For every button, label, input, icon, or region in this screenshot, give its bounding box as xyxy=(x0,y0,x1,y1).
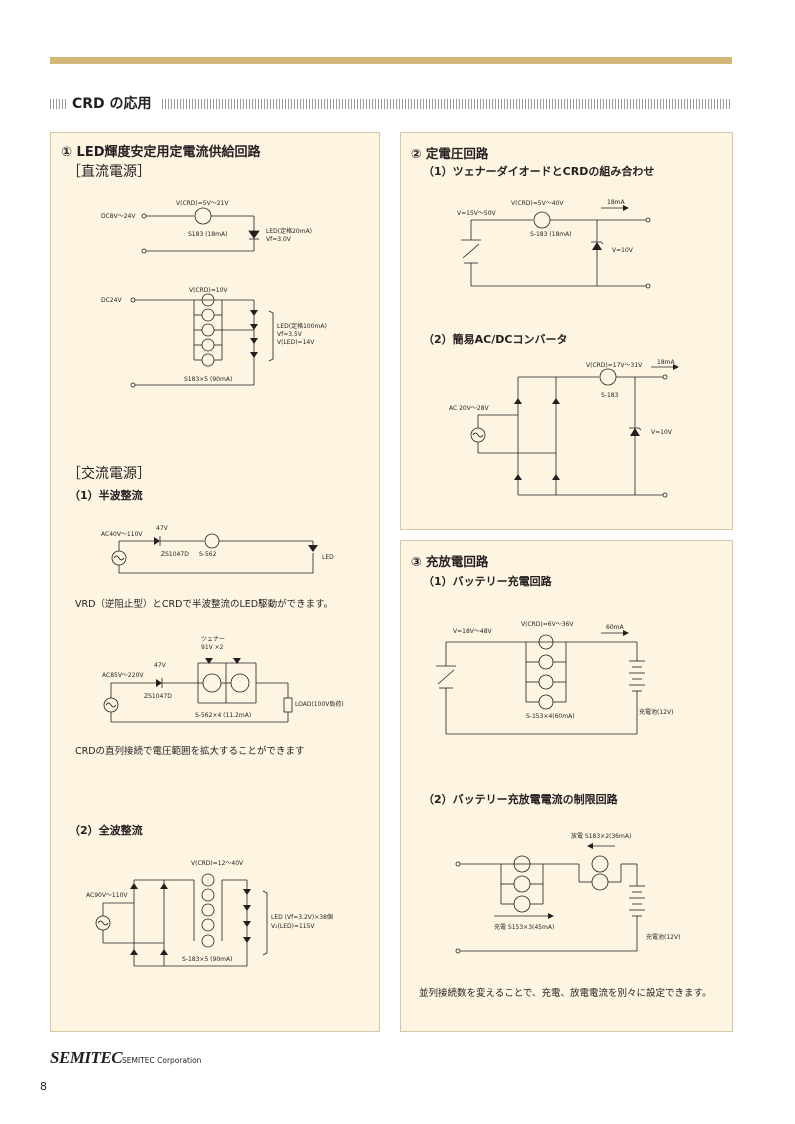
c2-led1: LED(定格100mA) xyxy=(277,322,327,330)
c5-part: S-183×5 (90mA) xyxy=(182,956,232,963)
top-accent-bar xyxy=(50,57,732,64)
c6-vcrd: V(CRD)=5V〜40V xyxy=(511,200,564,207)
circuit-battery-charge: V=18V〜48V V(CRD)=6V〜36V 60mA S-153×4(60m… xyxy=(436,621,673,735)
led-stack-icon xyxy=(250,310,258,358)
c4-part: S-562×4 (11.2mA) xyxy=(195,712,251,719)
c4-zener-v: 91V ×2 xyxy=(201,644,224,651)
circuit-zener-crd: V=15V〜50V V(CRD)=5V〜40V S-183 (18mA) 18m… xyxy=(457,199,651,289)
c2-vin: DC24V xyxy=(101,297,122,304)
panel-constant-voltage: ② 定電圧回路 （1）ツェナーダイオードとCRDの組み合わせ V=15V〜50V… xyxy=(400,132,733,530)
half-wave-note: VRD（逆阻止型）とCRDで半波整流のLED駆動ができます。 xyxy=(75,599,334,610)
panel-led-constant-current: ① LED輝度安定用定電流供給回路 ［直流電源］ DC8V〜24V V(CRD)… xyxy=(50,132,380,1032)
c4-diode: ZS1047D xyxy=(144,693,172,700)
c2-led2: Vf=3.5V xyxy=(277,331,303,338)
section-header: CRD の応用 xyxy=(50,95,732,113)
c7-vin: AC 20V〜28V xyxy=(449,405,489,412)
circuit-ac-dc-converter: V(CRD)=17V〜31V 18mA S-183 AC 20V〜28V V=1… xyxy=(449,359,679,498)
cd-title: ③ 充放電回路 xyxy=(411,554,489,569)
c3-vin: AC40V〜110V xyxy=(101,531,143,538)
panel-title: ① LED輝度安定用定電流供給回路 xyxy=(61,145,261,160)
section-title: CRD の応用 xyxy=(72,96,152,112)
c1-vcrd: V(CRD)=5V〜21V xyxy=(176,200,229,207)
c9-discharge: 放電 S183×2(36mA) xyxy=(571,832,631,840)
c2-vcrd: V(CRD)=10V xyxy=(189,287,228,294)
c5-led1: LED (Vf=3.2V)×38個 xyxy=(271,913,333,921)
circuit-charge-discharge-limit: 放電 S183×2(36mA) 充電 S153×3(45mA) 充電池(12V) xyxy=(455,832,680,954)
cv-sub2: （2）簡易AC/DCコンバータ xyxy=(423,333,568,346)
c5-vcrd: V(CRD)=12〜40V xyxy=(191,860,244,867)
c5-led2: V₂(LED)=115V xyxy=(271,923,315,930)
c3-led: LED xyxy=(322,554,334,561)
panel-charge-discharge: ③ 充放電回路 （1）バッテリー充電回路 V=18V〜48V V(CRD)=6V… xyxy=(400,540,733,1032)
c2-part: S183×5 (90mA) xyxy=(184,376,232,383)
half-wave-heading: （1）半波整流 xyxy=(69,489,143,502)
c3-part: S-562 xyxy=(199,551,217,558)
c8-vin: V=18V〜48V xyxy=(453,628,493,635)
c2-led3: V(LED)=14V xyxy=(277,339,315,346)
c4-zener: ツェナー xyxy=(201,636,225,643)
header-stripe-left xyxy=(50,99,68,109)
page-number: 8 xyxy=(40,1080,47,1093)
c5-vin: AC90V〜110V xyxy=(86,892,128,899)
c7-vz: V=10V xyxy=(651,429,673,436)
series-note: CRDの直列接続で電圧範囲を拡大することができます xyxy=(75,746,305,757)
c8-current: 60mA xyxy=(606,624,624,631)
c6-current: 18mA xyxy=(607,199,625,206)
c3-diode: ZS1047D xyxy=(161,551,189,558)
cv-title: ② 定電圧回路 xyxy=(411,146,489,161)
c9-battery: 充電池(12V) xyxy=(646,933,680,941)
charge-note: 並列接続数を変えることで、充電、放電電流を別々に設定できます。 xyxy=(419,988,712,999)
c8-vcrd: V(CRD)=6V〜36V xyxy=(521,621,574,628)
full-wave-heading: （2）全波整流 xyxy=(69,824,143,837)
dc-heading: ［直流電源］ xyxy=(67,164,151,180)
c6-vz: V=10V xyxy=(612,247,634,254)
header-stripe-right xyxy=(162,99,732,109)
circuit-dc-single-led: DC8V〜24V V(CRD)=5V〜21V S183 (18mA) LED(定… xyxy=(101,200,312,254)
c4-vrd: 47V xyxy=(154,662,167,669)
ac-heading: ［交流電源］ xyxy=(67,466,151,482)
c1-led1: LED(定格20mA) xyxy=(266,227,312,235)
led-column-icon xyxy=(243,889,251,943)
c8-part: S-153×4(60mA) xyxy=(526,713,575,720)
c4-vin: AC85V〜220V xyxy=(102,672,144,679)
cv-sub1: （1）ツェナーダイオードとCRDの組み合わせ xyxy=(423,165,655,178)
company-name: SEMITEC Corporation xyxy=(122,1056,202,1065)
circuit-dc-parallel-crd: DC24V V(CRD)=10V S183×5 (90mA) LED(定格100… xyxy=(101,287,327,388)
semitec-logo: SEMITEC xyxy=(50,1048,123,1067)
c4-load: LOAD(100V負荷) xyxy=(295,700,344,708)
c6-part: S-183 (18mA) xyxy=(530,231,572,238)
c7-current: 18mA xyxy=(657,359,675,366)
c7-vcrd: V(CRD)=17V〜31V xyxy=(586,362,643,369)
c3-vrd: 47V xyxy=(156,525,169,532)
circuit-full-wave: V(CRD)=12〜40V AC90V〜110V LED (Vf=3.2V)×3… xyxy=(86,860,333,967)
cd-sub1: （1）バッテリー充電回路 xyxy=(423,575,552,588)
c9-charge: 充電 S153×3(45mA) xyxy=(494,923,554,931)
c1-vin: DC8V〜24V xyxy=(101,213,136,220)
circuit-series-crd: ツェナー 91V ×2 47V AC85V〜220V ZS1047D S-562… xyxy=(102,636,344,723)
c7-part: S-183 xyxy=(601,392,619,399)
c1-part: S183 (18mA) xyxy=(188,231,227,238)
c8-battery: 充電池(12V) xyxy=(639,708,673,716)
circuit-half-wave: AC40V〜110V 47V ZS1047D S-562 LED xyxy=(101,525,334,574)
c1-led2: Vf=3.0V xyxy=(266,236,292,243)
c6-vin: V=15V〜50V xyxy=(457,210,497,217)
cd-sub2: （2）バッテリー充放電電流の制限回路 xyxy=(423,793,618,806)
led-icon xyxy=(308,545,318,552)
